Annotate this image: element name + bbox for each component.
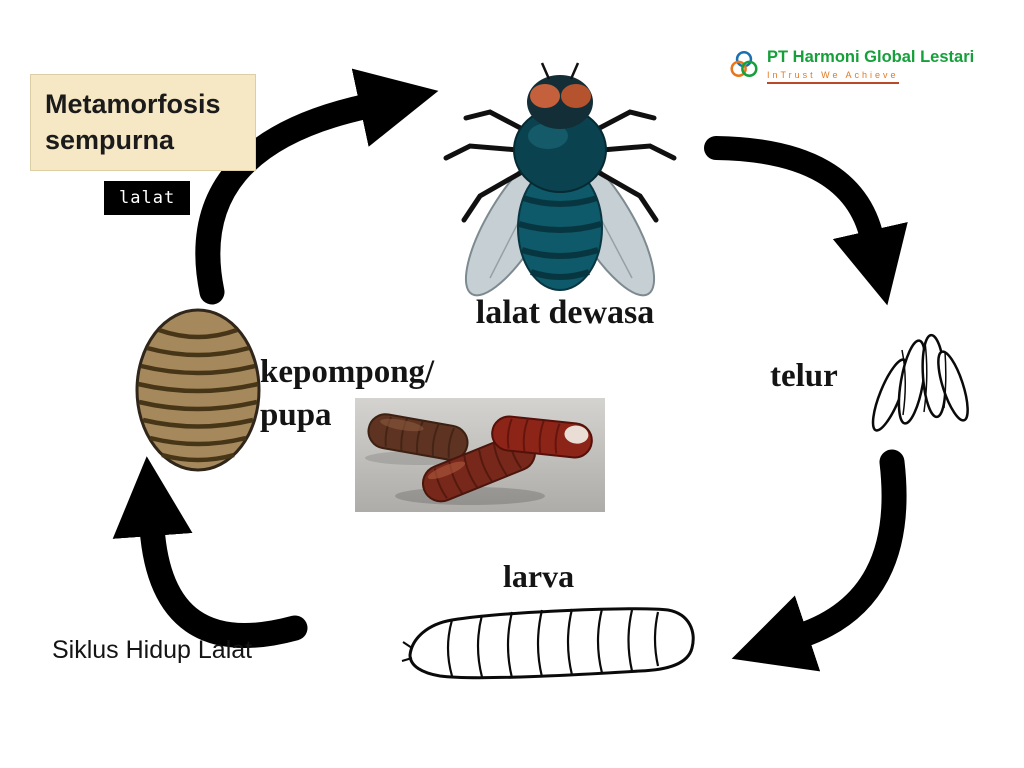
title-box: Metamorfosis sempurna: [30, 74, 256, 172]
egg-cluster-drawing: [871, 333, 969, 432]
title-line2: sempurna: [45, 124, 175, 155]
adult-fly-illustration: [443, 62, 677, 297]
label-pupa-line1: kepompong/: [260, 354, 435, 390]
pupae-photo: [355, 398, 605, 512]
larva-drawing: [401, 607, 695, 680]
logo-company-name: PT Harmoni Global Lestari: [767, 48, 975, 66]
label-pupa-line2: pupa: [260, 397, 332, 433]
company-logo: PT Harmoni Global Lestari InTrust We Ach…: [728, 48, 974, 85]
pupa-drawing: [135, 308, 261, 472]
subject-tag: lalat: [104, 181, 191, 215]
label-larva: larva: [503, 558, 575, 594]
three-interlocking-rings-icon: [728, 48, 760, 85]
title-line1: Metamorfosis: [45, 89, 221, 119]
diagram-caption: Siklus Hidup Lalat: [52, 636, 253, 664]
logo-tagline: InTrust We Achieve: [767, 70, 899, 84]
label-adult-fly: lalat dewasa: [475, 294, 655, 331]
label-egg: telur: [770, 358, 838, 394]
cycle-arrows: [112, 68, 908, 672]
arrow-egg-to-larva: [731, 449, 907, 672]
arrow-adult-to-egg: [704, 136, 908, 306]
arrow-larva-to-pupa: [112, 456, 308, 648]
arrow-pupa-to-adult: [195, 68, 439, 305]
